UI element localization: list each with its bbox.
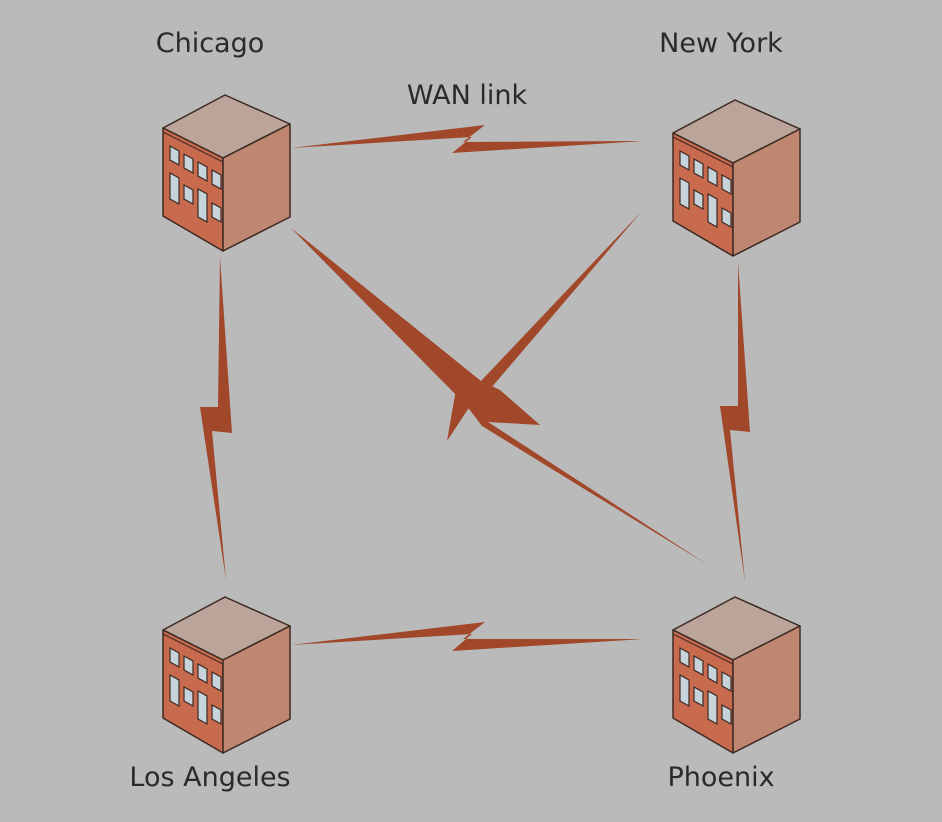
wan-link-annotation: WAN link	[407, 80, 528, 111]
link-new-york-phoenix	[720, 262, 750, 582]
wan-links	[200, 125, 750, 651]
link-chicago-los-angeles	[200, 257, 232, 580]
node-label-los-angeles: Los Angeles	[129, 762, 290, 793]
node-label-new-york: New York	[659, 28, 783, 59]
link-los-angeles-phoenix	[291, 622, 643, 651]
building-chicago-icon	[162, 94, 291, 252]
link-chicago-phoenix	[291, 228, 708, 565]
node-label-chicago: Chicago	[156, 28, 265, 59]
building-new-york-icon	[672, 99, 801, 257]
link-chicago-new-york	[291, 125, 643, 153]
node-label-phoenix: Phoenix	[667, 762, 774, 793]
building-los-angeles-icon	[162, 596, 291, 754]
link-new-york-los-angeles	[286, 211, 642, 617]
building-phoenix-icon	[672, 596, 801, 754]
